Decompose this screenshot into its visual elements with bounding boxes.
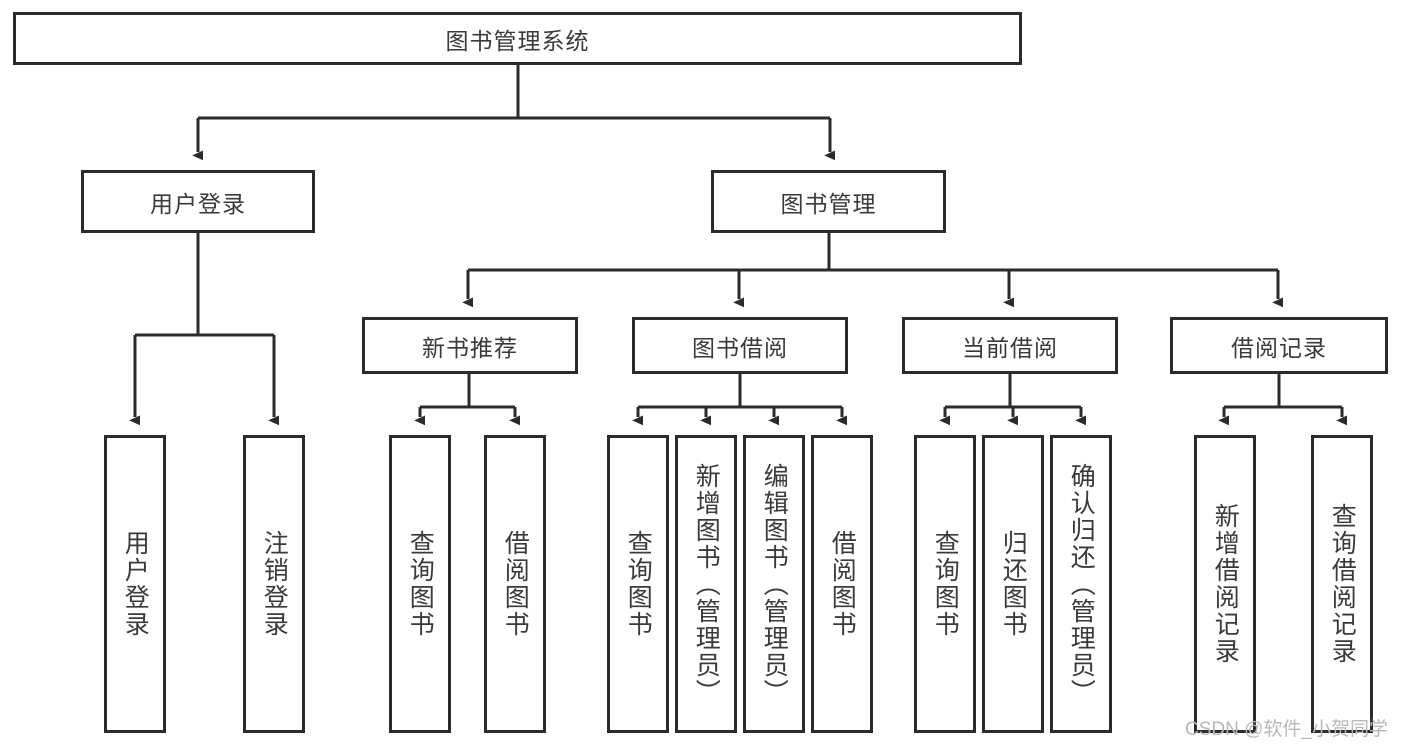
node-label: 查询图书 bbox=[931, 530, 960, 638]
leaf-borrow-book-new[interactable]: 借阅图书 bbox=[484, 435, 546, 733]
leaf-borrow-book[interactable]: 借阅图书 bbox=[811, 435, 873, 733]
node-label: 查询图书 bbox=[624, 530, 653, 638]
node-label: 用户登录 bbox=[121, 530, 150, 638]
leaf-logout[interactable]: 注销登录 bbox=[243, 435, 305, 733]
leaf-query-book-borrow[interactable]: 查询图书 bbox=[607, 435, 669, 733]
node-label: 图书管理 bbox=[780, 190, 877, 217]
node-label: 借阅图书 bbox=[501, 530, 530, 638]
leaf-query-book-new[interactable]: 查询图书 bbox=[389, 435, 451, 733]
csdn-watermark: CSDN @软件_小贺同学 bbox=[1185, 719, 1388, 740]
leaf-confirm-return-admin[interactable]: 确认归还（管理员） bbox=[1050, 435, 1112, 733]
node-book-management[interactable]: 图书管理 bbox=[711, 170, 946, 233]
node-label: 当前借阅 bbox=[962, 334, 1058, 361]
leaf-edit-book-admin[interactable]: 编辑图书（管理员） bbox=[743, 435, 805, 733]
node-label: 用户登录 bbox=[150, 190, 246, 217]
node-label: 确认归还（管理员） bbox=[1067, 462, 1096, 706]
node-label: 编辑图书（管理员） bbox=[760, 462, 789, 706]
leaf-return-book[interactable]: 归还图书 bbox=[982, 435, 1044, 733]
node-label: 注销登录 bbox=[260, 530, 289, 638]
node-book-borrow[interactable]: 图书借阅 bbox=[632, 317, 848, 374]
leaf-add-borrow-record[interactable]: 新增借阅记录 bbox=[1194, 435, 1256, 733]
node-label: 借阅图书 bbox=[828, 530, 857, 638]
node-label: 新增图书（管理员） bbox=[692, 462, 721, 706]
node-label: 图书借阅 bbox=[692, 334, 788, 361]
leaf-user-login[interactable]: 用户登录 bbox=[104, 435, 166, 733]
node-label: 查询借阅记录 bbox=[1328, 503, 1357, 665]
leaf-query-borrow-record[interactable]: 查询借阅记录 bbox=[1311, 435, 1373, 733]
node-user-login[interactable]: 用户登录 bbox=[81, 170, 315, 233]
node-label: 新书推荐 bbox=[422, 334, 518, 361]
leaf-query-book-current[interactable]: 查询图书 bbox=[914, 435, 976, 733]
node-label: 借阅记录 bbox=[1231, 334, 1327, 361]
node-current-borrow[interactable]: 当前借阅 bbox=[902, 317, 1118, 374]
node-borrow-record[interactable]: 借阅记录 bbox=[1170, 317, 1388, 374]
node-new-book-recommend[interactable]: 新书推荐 bbox=[362, 317, 578, 374]
node-label: 图书管理系统 bbox=[445, 27, 590, 54]
node-label: 查询图书 bbox=[406, 530, 435, 638]
node-root-system[interactable]: 图书管理系统 bbox=[13, 12, 1022, 65]
leaf-add-book-admin[interactable]: 新增图书（管理员） bbox=[675, 435, 737, 733]
node-label: 归还图书 bbox=[999, 530, 1028, 638]
node-label: 新增借阅记录 bbox=[1211, 503, 1240, 665]
